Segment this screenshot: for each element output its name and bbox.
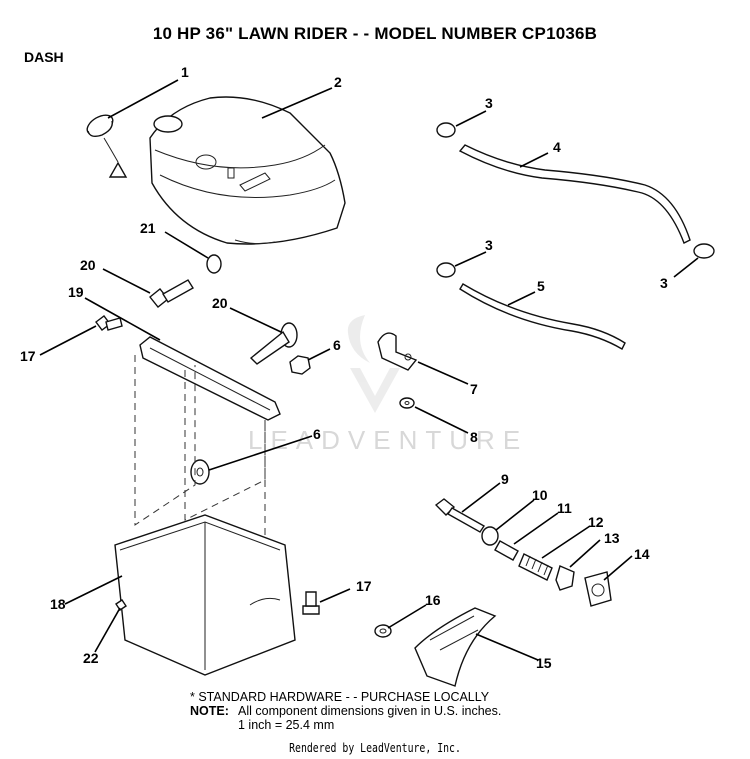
callout-7: 7 <box>470 381 478 397</box>
leader-lines <box>39 79 699 661</box>
gas-cap-part <box>86 114 128 178</box>
callout-17b: 17 <box>356 578 372 594</box>
callout-19: 19 <box>68 284 84 300</box>
callout-16: 16 <box>425 592 441 608</box>
callout-labels: 1 2 3 4 3 3 5 21 20 19 20 6 7 17 8 6 9 1… <box>20 64 668 671</box>
clip-small-part <box>115 599 127 611</box>
screw-upper-part <box>149 279 194 308</box>
bolt-long-part <box>434 498 486 533</box>
hose-upper-part <box>436 122 715 259</box>
callout-1: 1 <box>181 64 189 80</box>
callout-14: 14 <box>634 546 650 562</box>
callout-2: 2 <box>334 74 342 90</box>
bolt-lower-part <box>302 591 320 615</box>
note-line-2: 1 inch = 25.4 mm <box>238 718 335 732</box>
dash-panel-part <box>149 96 346 245</box>
washer-flat-part <box>481 526 499 546</box>
callout-6b: 6 <box>313 426 321 442</box>
retainer-part <box>555 565 575 591</box>
spring-part <box>518 553 553 581</box>
screw-lower-part <box>249 322 298 365</box>
callout-15: 15 <box>536 655 552 671</box>
grommet-part <box>206 254 222 274</box>
nut-flange-part <box>374 624 392 638</box>
section-label: DASH <box>24 49 64 65</box>
nut-lower-part <box>190 459 210 485</box>
bolt-left-part <box>95 315 123 331</box>
callout-10: 10 <box>532 487 548 503</box>
note-line-1: All component dimensions given in U.S. i… <box>238 704 502 718</box>
hose-lower-part <box>436 262 626 350</box>
callout-17a: 17 <box>20 348 36 364</box>
callout-20b: 20 <box>212 295 228 311</box>
callout-22: 22 <box>83 650 99 666</box>
note-label: NOTE: <box>190 704 229 718</box>
callout-3a: 3 <box>485 95 493 111</box>
bracket-part <box>139 336 281 421</box>
rendered-by-footer: Rendered by LeadVenture, Inc. <box>289 741 461 755</box>
callout-4: 4 <box>553 139 561 155</box>
clip-part <box>377 332 418 371</box>
callout-9: 9 <box>501 471 509 487</box>
callout-11: 11 <box>557 500 572 516</box>
callout-21: 21 <box>140 220 156 236</box>
callout-18: 18 <box>50 596 66 612</box>
quadrant-part <box>414 607 497 687</box>
standard-hardware-note: * STANDARD HARDWARE - - PURCHASE LOCALLY <box>190 690 490 704</box>
callout-13: 13 <box>604 530 620 546</box>
frame-part <box>114 355 296 676</box>
callout-3b: 3 <box>485 237 493 253</box>
callout-12: 12 <box>588 514 604 530</box>
washer-part <box>399 397 415 409</box>
callout-5: 5 <box>537 278 545 294</box>
notes-block: * STANDARD HARDWARE - - PURCHASE LOCALLY… <box>190 690 501 732</box>
callout-6a: 6 <box>333 337 341 353</box>
callout-3c: 3 <box>660 275 668 291</box>
note-row: NOTE: All component dimensions given in U… <box>190 704 501 718</box>
spacer-part <box>494 540 519 561</box>
diagram-title: 10 HP 36" LAWN RIDER - - MODEL NUMBER CP… <box>152 24 598 43</box>
nut-upper-part <box>289 355 311 375</box>
callout-8: 8 <box>470 429 478 445</box>
watermark-text: LEADVENTURE <box>248 425 529 455</box>
watermark-logo <box>347 315 400 413</box>
callout-20a: 20 <box>80 257 96 273</box>
